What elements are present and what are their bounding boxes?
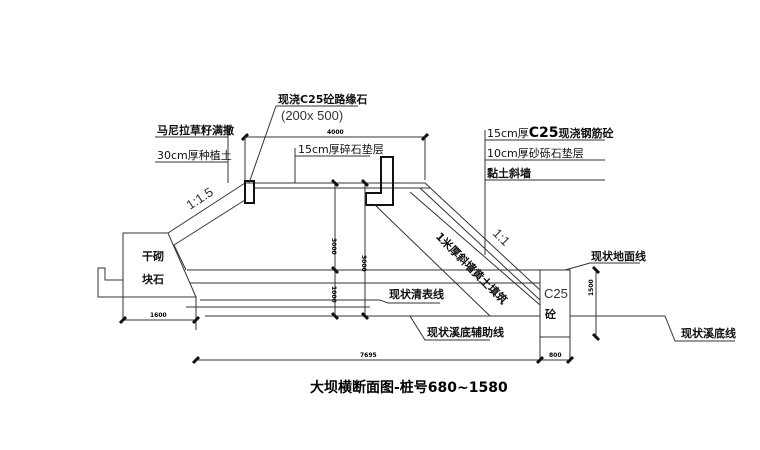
ground-lines <box>186 269 665 317</box>
dim-toe-width: 800 <box>549 352 562 359</box>
label-slope-right: 1:1 <box>490 226 513 249</box>
dimension-lines <box>118 132 601 365</box>
label-curb-stone: 现浇C25砼路缘石 <box>278 92 367 106</box>
dim-height-right: 3000 <box>360 255 367 272</box>
label-clay-wall: 黏土斜墙 <box>487 166 531 180</box>
dim-rock-width: 1600 <box>150 312 167 319</box>
toe-block <box>539 269 571 360</box>
label-dry-rock-2: 块石 <box>142 272 164 286</box>
left-slope <box>167 182 246 271</box>
label-stream-aux-line: 现状溪底辅助线 <box>427 325 504 339</box>
dry-rock-block <box>97 232 197 330</box>
dim-height-left: 3000 <box>330 238 337 255</box>
curb-stone-block <box>244 180 255 204</box>
label-gravel-cushion: 15cm厚碎石垫层 <box>298 142 384 156</box>
label-dry-rock-1: 干砌 <box>142 250 164 263</box>
dim-base-width: 7695 <box>360 352 377 359</box>
label-grass: 马尼拉草籽满撒 <box>157 123 235 137</box>
label-sand-gravel: 10cm厚砂砾石垫层 <box>487 146 584 160</box>
drawing-title: 大坝横断面图-桩号680~1580 <box>310 379 508 396</box>
wave-wall <box>365 156 394 206</box>
right-slope <box>374 182 541 317</box>
dim-lower-height: 1000 <box>330 286 337 303</box>
label-topsoil: 30cm厚种植土 <box>157 148 232 162</box>
label-slope-left: 1:1.5 <box>183 184 215 212</box>
label-stream-bed-line: 现状溪底线 <box>681 326 736 340</box>
label-slab: 15cm厚C25现浇钢筋砼 <box>487 125 615 141</box>
label-toe-material: 砼 <box>545 307 557 321</box>
leader-lines <box>155 105 735 342</box>
dim-toe-height: 1500 <box>588 279 595 296</box>
label-clear-surface-line: 现状清表线 <box>389 287 444 301</box>
label-ground-line: 现状地面线 <box>591 249 646 263</box>
label-curb-size: (200x 500) <box>281 108 343 123</box>
dim-top-width: 4000 <box>327 129 344 136</box>
label-toe-grade: C25 <box>544 286 568 301</box>
